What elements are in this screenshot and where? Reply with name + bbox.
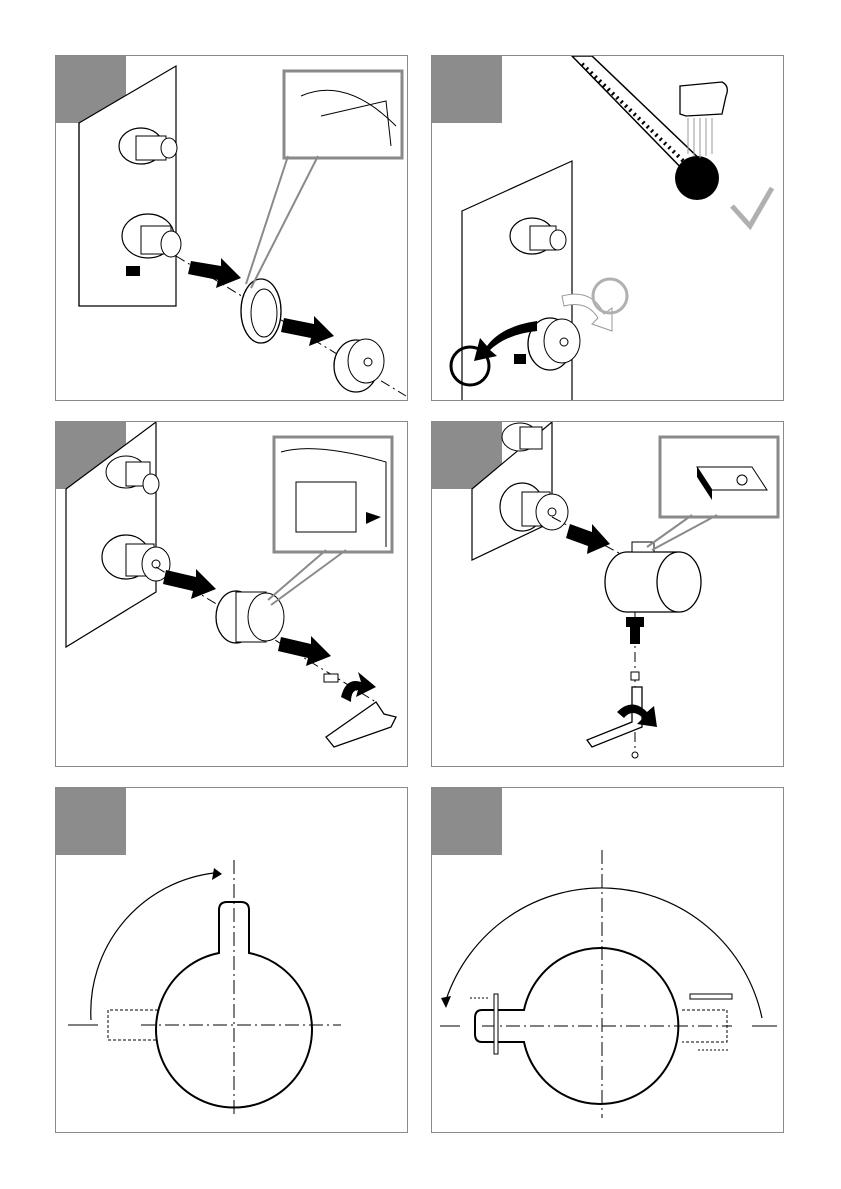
stop-ring [216,591,284,643]
handle-cylinder [605,542,701,612]
thermometer-icon [572,56,719,200]
step-5-panel [55,787,408,1133]
step-2-illustration [432,56,784,401]
arrow-icon [163,569,216,599]
checkmark-icon [732,188,772,226]
stop-pin [494,994,498,1054]
arrow-icon [281,316,334,346]
arrow-icon [441,996,451,1008]
handle-outline [475,948,678,1104]
screw-icon [324,674,338,682]
step-5-diagram [56,788,408,1133]
step-3-illustration [56,422,408,767]
lower-valve-cartridge [102,535,170,581]
step-4-illustration [432,422,784,767]
arrow-icon [626,617,644,644]
step-4-panel [431,421,784,767]
detail-callout [274,437,392,552]
step-3-panel [55,421,408,767]
stop-pin [690,994,732,999]
arrow-icon [188,258,241,288]
temperature-knob [334,339,384,392]
circle-marker-icon [593,279,627,313]
upper-valve-stem [502,423,542,451]
hex-key-icon [587,687,642,747]
detail-callout [284,71,402,158]
hex-key-icon [326,702,396,747]
step-6-diagram [432,788,784,1133]
rotation-arc [91,873,214,1020]
arrow-icon [566,524,610,554]
lower-valve-cartridge [500,483,568,531]
arrow-icon [341,672,376,702]
step-6-panel [431,787,784,1133]
step-2-panel [431,55,784,401]
valve-label-icon [126,266,140,276]
arrow-icon [212,868,222,880]
step-1-illustration [56,56,408,401]
arrow-icon [278,636,331,666]
step-1-panel [55,55,408,401]
screw-icon [631,672,639,680]
